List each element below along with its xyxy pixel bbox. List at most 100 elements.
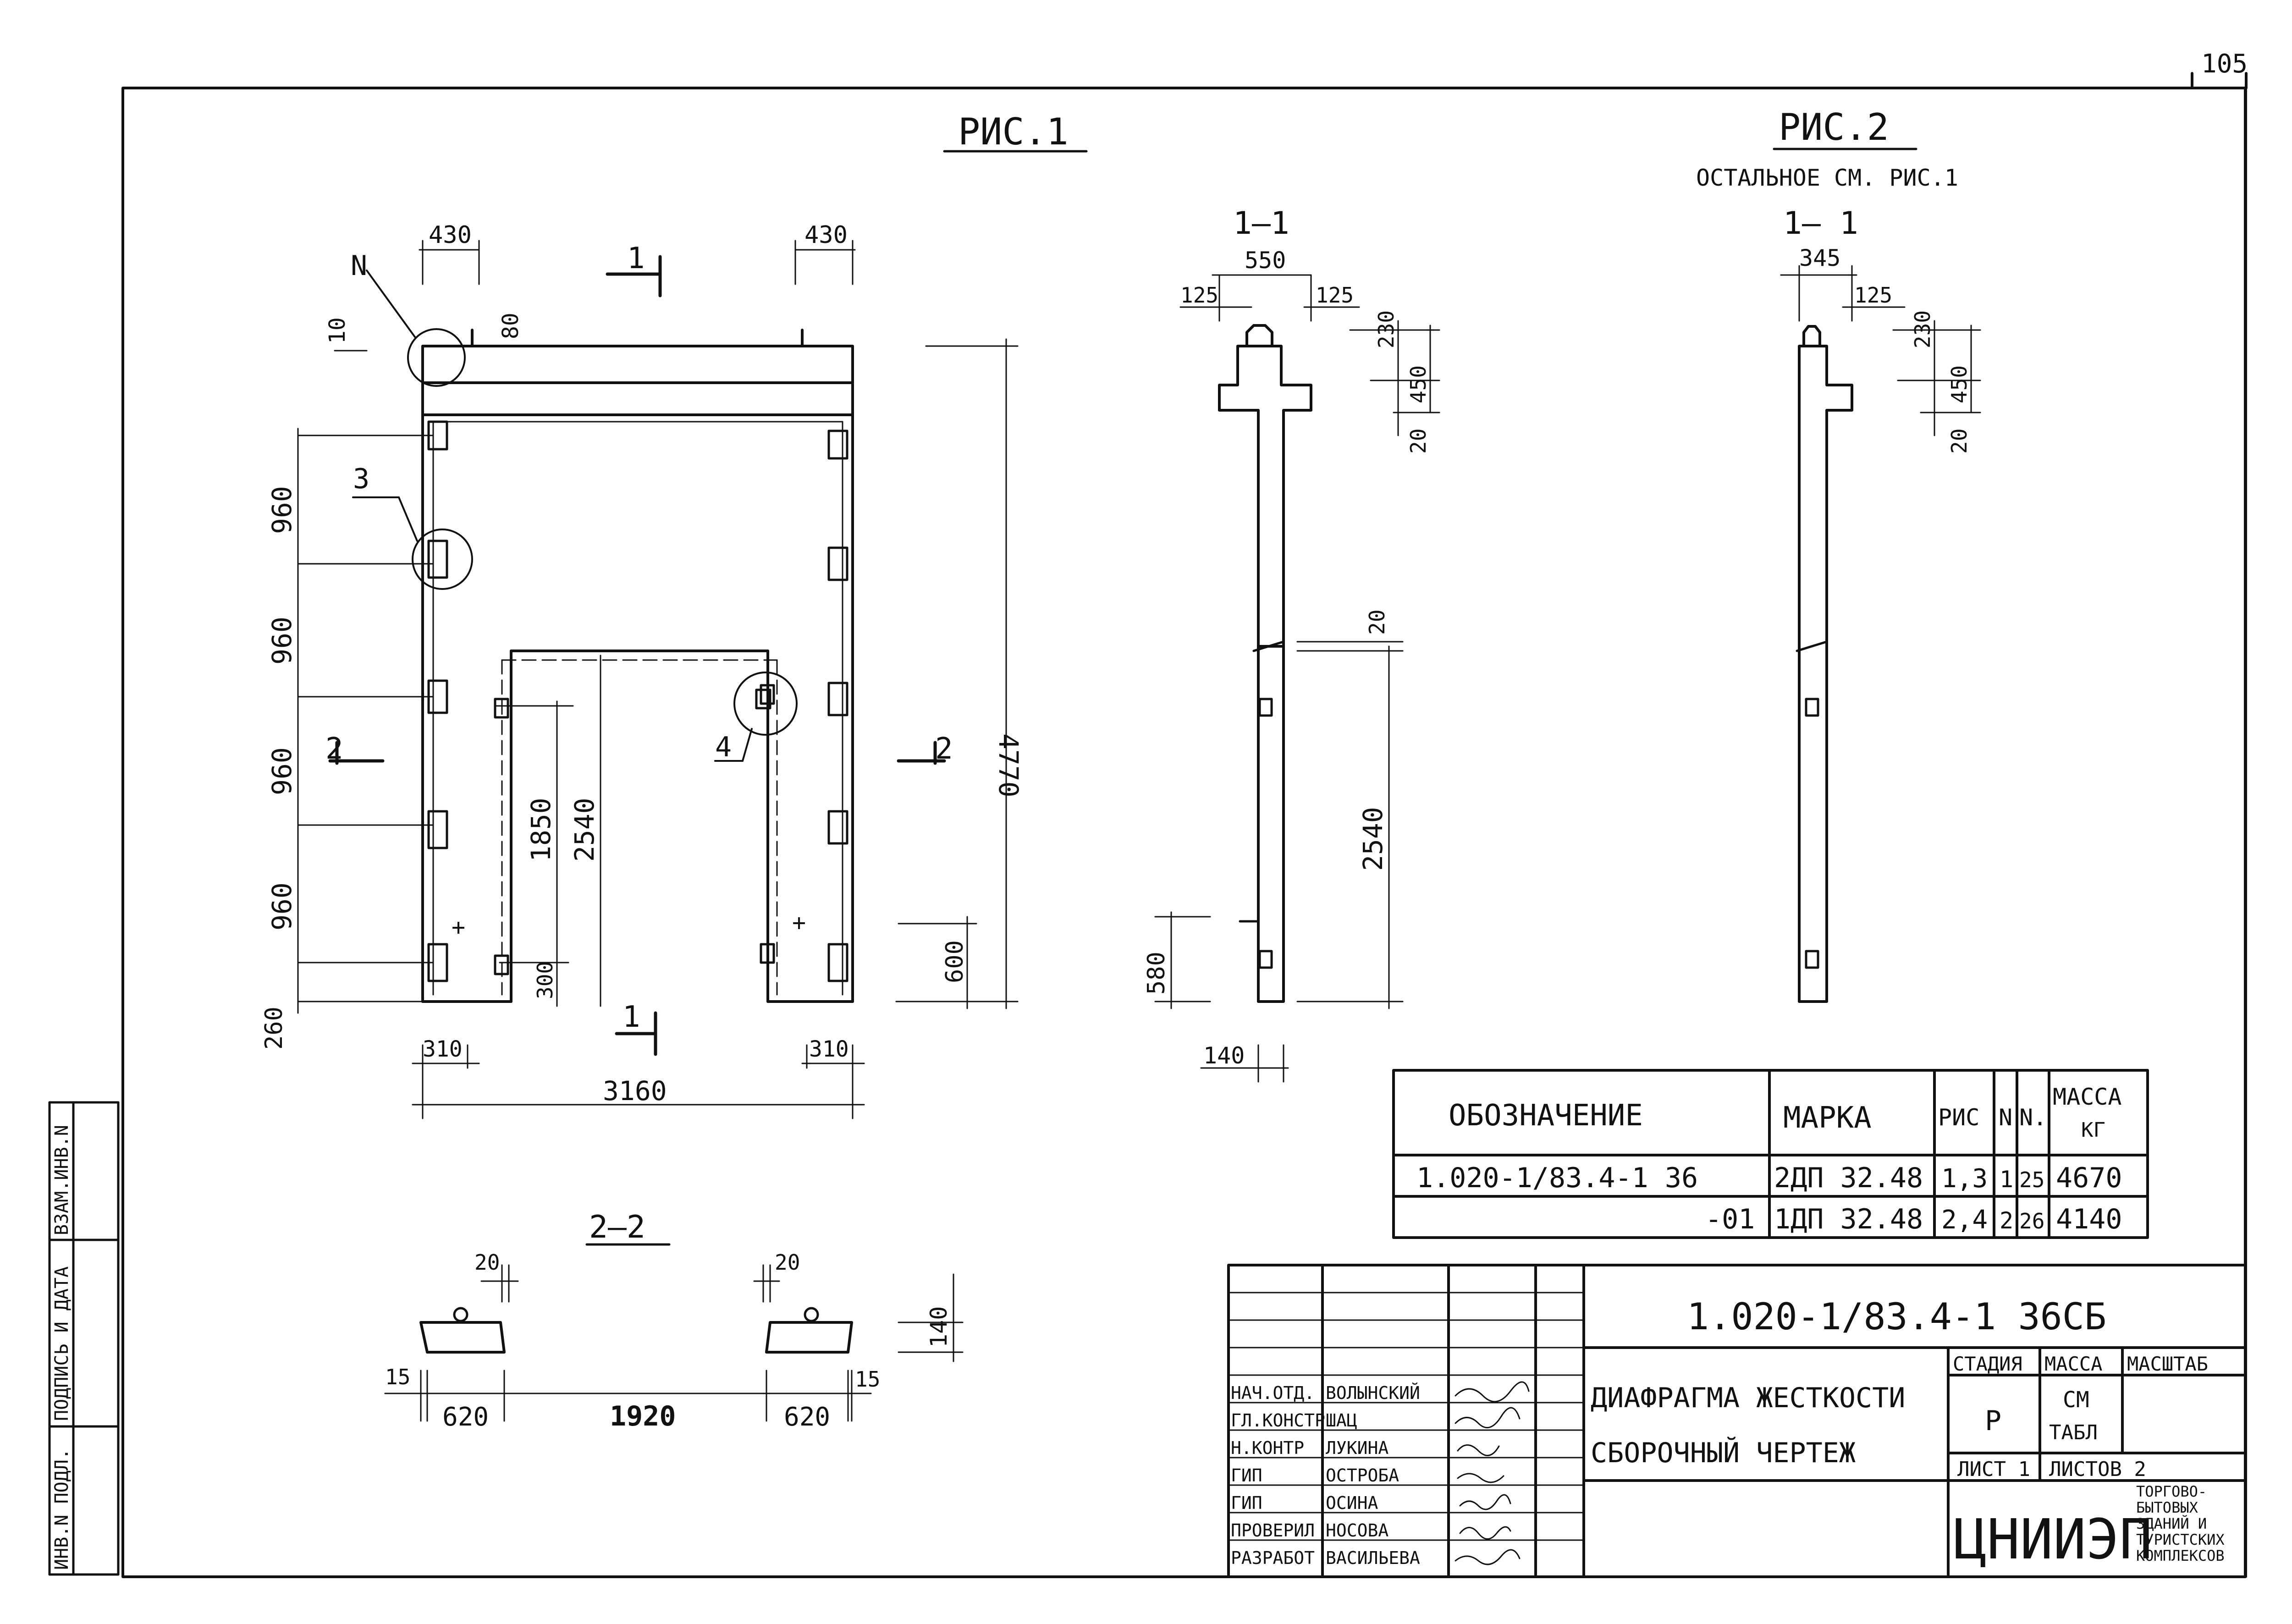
sec11a-580: 580 <box>1143 952 1170 995</box>
spec-table: ОБОЗНАЧЕНИЕ МАРКА РИС N N. МАССА КГ 1.02… <box>1392 1069 2149 1239</box>
sec11b-450: 450 <box>1947 365 1972 403</box>
spec-row1-fig: 1,3 <box>1941 1164 1988 1194</box>
dim-430-right: 430 <box>804 221 848 249</box>
spec-row1-mark: 2ДП 32.48 <box>1774 1162 1923 1194</box>
org-line-2: БЫТОВЫХ <box>2136 1499 2198 1516</box>
stamp-vzam-inv: ВЗАМ.ИНВ.N <box>51 1125 72 1235</box>
spec-row2-designation: -01 <box>1705 1203 1755 1235</box>
stamp-signature-date: ПОДПИСЬ И ДАТА <box>51 1266 72 1421</box>
org-logo: ЦНИИЭП <box>1954 1508 2152 1572</box>
dim-310-right: 310 <box>809 1036 849 1062</box>
sec11b-230: 230 <box>1910 310 1935 348</box>
sec22-620-right: 620 <box>784 1402 830 1432</box>
section-2-left: 2 <box>325 732 343 766</box>
name-7: ВАСИЛЬЕВА <box>1326 1548 1420 1568</box>
role-1: НАЧ.ОТД. <box>1231 1383 1315 1403</box>
spec-row2-mass: 4140 <box>2056 1203 2122 1235</box>
stamp-inv-podl: ИНВ.N ПОДЛ. <box>51 1448 72 1570</box>
spec-header-mark: МАРКА <box>1783 1101 1872 1135</box>
figure-2: РИС.2 ОСТАЛЬНОЕ СМ. РИС.1 <box>1696 106 1958 191</box>
sec22-label: 2—2 <box>589 1209 645 1245</box>
fig2-note: ОСТАЛЬНОЕ СМ. РИС.1 <box>1696 165 1958 191</box>
spec-row1-n2: 25 <box>2019 1167 2044 1192</box>
section-2-right: 2 <box>935 732 953 766</box>
fig1-title: РИС.1 <box>958 110 1069 153</box>
section-2-2: 2—2 20 20 140 15 15 620 1 <box>384 1209 964 1432</box>
org-line-5: КОМПЛЕКСОВ <box>2136 1547 2225 1564</box>
mass-value-1: СМ <box>2063 1387 2089 1413</box>
sec11a-125-left: 125 <box>1180 283 1218 308</box>
section-1-1-fig2: 1— 1 345 125 230 450 20 <box>1780 205 1981 1003</box>
sheets-label: ЛИСТОВ 2 <box>2049 1458 2146 1481</box>
dim-960-4: 960 <box>266 882 298 930</box>
sheet-label: ЛИСТ 1 <box>1957 1458 2030 1481</box>
fig2-title: РИС.2 <box>1779 106 1889 149</box>
role-2: ГЛ.КОНСТР <box>1231 1410 1325 1431</box>
callout-n: N <box>351 250 367 282</box>
spec-header-fig: РИС <box>1938 1104 1979 1131</box>
side-stamp <box>48 1101 120 1576</box>
role-7: РАЗРАБОТ <box>1231 1548 1315 1568</box>
dim-1850: 1850 <box>525 798 556 862</box>
org-line-1: ТОРГОВО- <box>2136 1483 2207 1500</box>
spec-header-n: N <box>1999 1104 2012 1131</box>
spec-row1-mass: 4670 <box>2056 1162 2122 1194</box>
dim-4770: 4770 <box>993 733 1024 798</box>
sec11a-550: 550 <box>1245 247 1286 274</box>
spec-header-mass: МАССА <box>2053 1084 2122 1110</box>
spec-header-n2: N. <box>2019 1104 2047 1131</box>
sec22-620-left: 620 <box>442 1402 489 1432</box>
sec11a-230: 230 <box>1374 310 1399 348</box>
spec-row2-fig: 2,4 <box>1941 1205 1988 1235</box>
dim-10: 10 <box>325 317 350 344</box>
section-1-bottom: 1 <box>623 1000 640 1034</box>
spec-row2-n2: 26 <box>2019 1209 2044 1233</box>
sec11a-20-mid: 20 <box>1365 610 1389 635</box>
section-1-1-fig1: 1—1 550 <box>1143 205 1440 1083</box>
name-5: ОСИНА <box>1326 1493 1378 1513</box>
svg-text:+: + <box>452 914 465 941</box>
section-marks <box>328 255 946 1056</box>
embedded-parts <box>427 420 848 982</box>
spec-header-designation: ОБОЗНАЧЕНИЕ <box>1449 1099 1643 1133</box>
svg-text:+: + <box>792 909 806 936</box>
name-2: ШАЦ <box>1326 1410 1357 1431</box>
org-line-4: ТУРИСТСКИХ <box>2136 1531 2225 1548</box>
sec22-15-right: 15 <box>855 1367 880 1392</box>
sec11a-450: 450 <box>1406 365 1431 403</box>
dim-3160: 3160 <box>603 1075 667 1107</box>
dim-600: 600 <box>941 940 969 983</box>
stage-value: Р <box>1985 1405 2001 1437</box>
dim-960-3: 960 <box>266 747 298 795</box>
callout-3: 3 <box>353 463 369 495</box>
role-5: ГИП <box>1231 1493 1262 1513</box>
dim-430-left: 430 <box>429 221 472 249</box>
sec11b-label: 1— 1 <box>1783 205 1858 242</box>
org-line-3: ЗДАНИЙ И <box>2136 1515 2207 1532</box>
dim-260: 260 <box>260 1007 288 1050</box>
spec-row2-n: 2 <box>2000 1207 2013 1234</box>
sec11a-label: 1—1 <box>1233 205 1289 242</box>
scale-header: МАСШТАБ <box>2127 1353 2208 1375</box>
dim-310-left: 310 <box>423 1036 463 1062</box>
dim-2540: 2540 <box>569 798 600 862</box>
people-list: НАЧ.ОТД. ВОЛЫНСКИЙ ГЛ.КОНСТР ШАЦ Н.КОНТР… <box>1231 1383 1420 1568</box>
sec22-140: 140 <box>926 1306 952 1348</box>
spec-header-kg: КГ <box>2081 1118 2105 1142</box>
section-1-top: 1 <box>627 242 645 275</box>
sec11b-125: 125 <box>1854 283 1892 308</box>
mass-value-2: ТАБЛ <box>2049 1421 2098 1444</box>
sec11a-2540: 2540 <box>1357 807 1388 871</box>
sec11b-345: 345 <box>1799 245 1840 271</box>
signatures <box>1455 1381 1530 1565</box>
name-1: ВОЛЫНСКИЙ <box>1326 1383 1420 1403</box>
name-4: ОСТРОБА <box>1326 1465 1399 1486</box>
sec11a-125-right: 125 <box>1316 283 1354 308</box>
callout-4: 4 <box>715 731 732 763</box>
role-4: ГИП <box>1231 1465 1262 1486</box>
sec11a-20-top: 20 <box>1406 429 1431 454</box>
fig1-dimension-lines <box>297 240 1019 1119</box>
mass-header: МАССА <box>2044 1353 2102 1375</box>
spec-row1-n: 1 <box>2000 1166 2013 1193</box>
